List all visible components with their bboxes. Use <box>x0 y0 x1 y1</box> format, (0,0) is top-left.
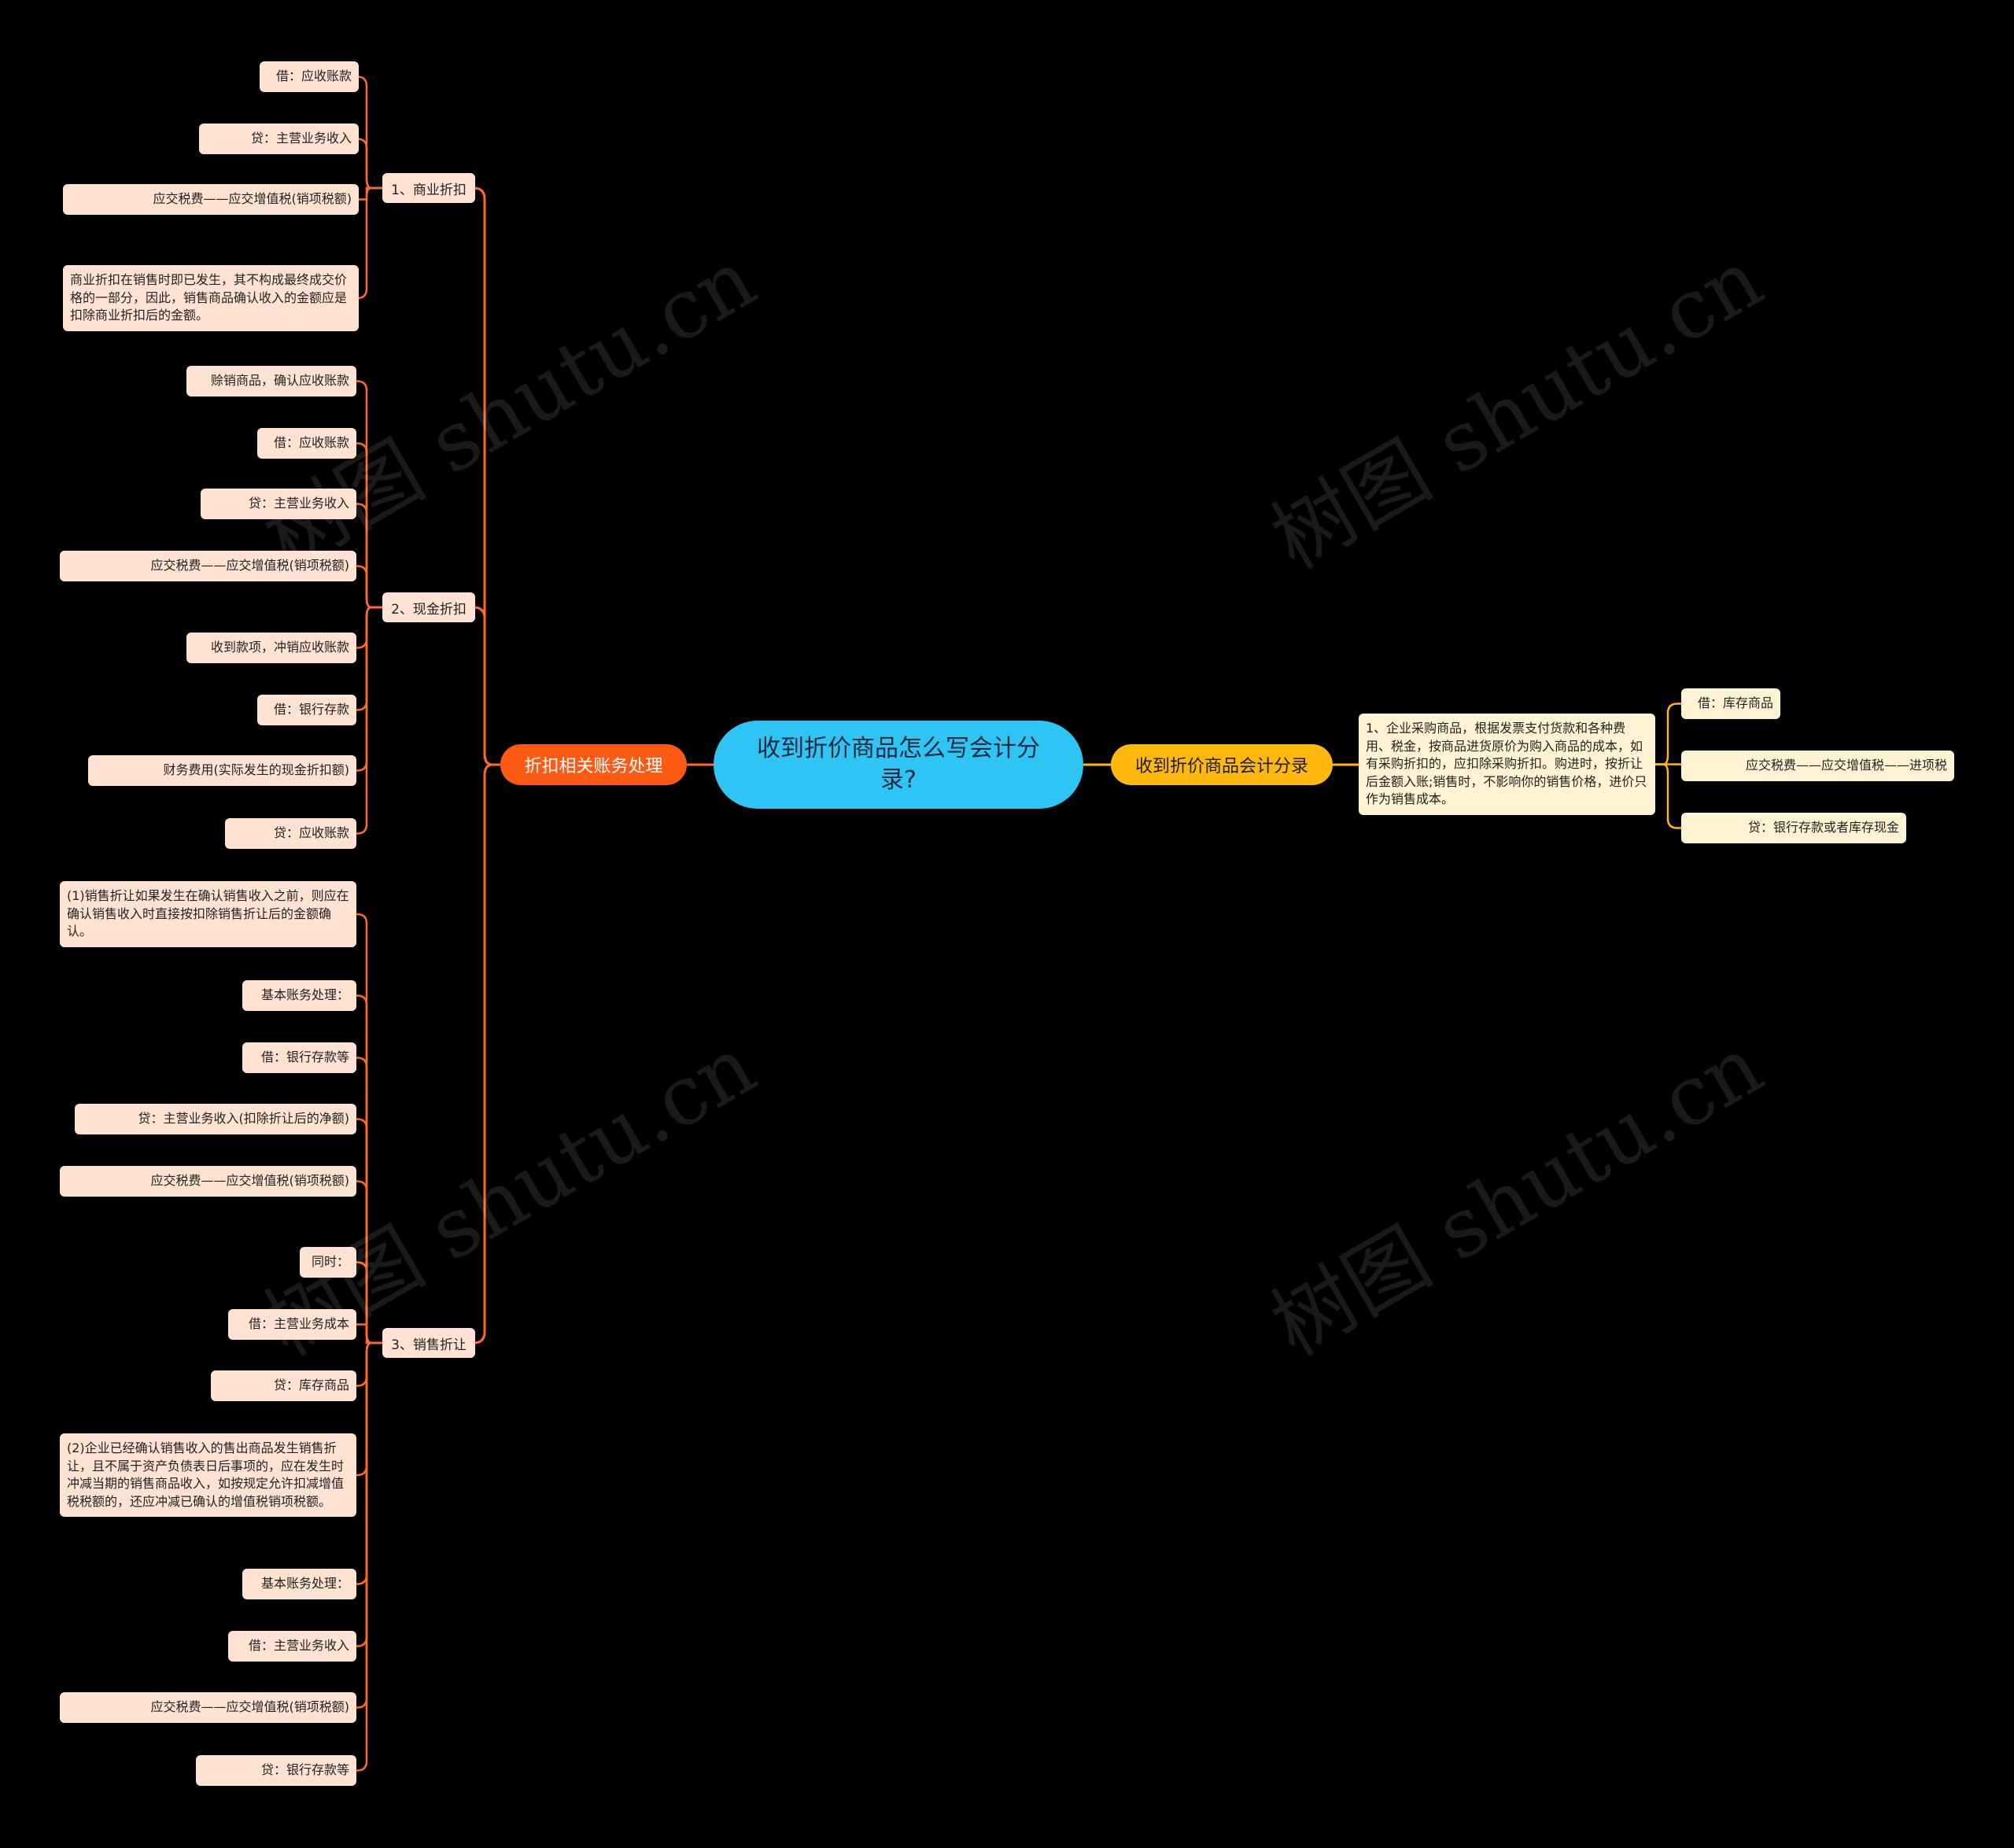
leaf-item[interactable]: 应交税费——应交增值税(销项税额) <box>63 184 359 215</box>
leaf-item[interactable]: 财务费用(实际发生的现金折扣额) <box>88 755 356 786</box>
branch-discount-accounting[interactable]: 折扣相关账务处理 <box>500 744 687 785</box>
purchase-description[interactable]: 1、企业采购商品，根据发票支付货款和各种费用、税金，按商品进货原价为购入商品的成… <box>1359 714 1655 815</box>
connector-line <box>356 503 382 609</box>
leaf-item[interactable]: 应交税费——应交增值税——进项税 <box>1681 751 1954 781</box>
group-commercial-discount[interactable]: 1、商业折扣 <box>382 173 475 203</box>
leaf-item[interactable]: 基本账务处理： <box>242 1569 356 1599</box>
leaf-item[interactable]: 应交税费——应交增值税(销项税额) <box>60 1166 356 1197</box>
connector-line <box>356 994 382 1345</box>
leaf-item[interactable]: 借：主营业务成本 <box>228 1309 356 1340</box>
connector-line <box>473 763 500 1345</box>
leaf-item[interactable]: 应交税费——应交增值税(销项税额) <box>60 551 356 581</box>
connector-line <box>356 1261 382 1345</box>
connector-line <box>356 1323 382 1345</box>
connector-line <box>359 186 382 201</box>
connector-line <box>356 1341 382 1585</box>
leaf-item[interactable]: 商业折扣在销售时即已发生，其不构成最终成交价格的一部分，因此，销售商品确认收入的… <box>63 265 359 331</box>
connector-line <box>356 606 382 772</box>
connector-line <box>356 606 382 711</box>
connector-line <box>356 442 382 609</box>
connector-line <box>356 1341 382 1709</box>
connector-line <box>356 1341 382 1772</box>
connector-line <box>1655 763 1681 829</box>
connector-line <box>356 606 382 649</box>
connector-line <box>356 1118 382 1345</box>
connector-line <box>356 565 382 609</box>
connector-line <box>1655 703 1681 765</box>
leaf-item[interactable]: 借：应收账款 <box>257 428 356 459</box>
leaf-item[interactable]: 基本账务处理： <box>242 980 356 1011</box>
connector-line <box>356 606 382 835</box>
connector-line <box>356 186 382 300</box>
connector-line <box>356 1341 382 1477</box>
connector-line <box>473 606 500 766</box>
branch-purchase-entries[interactable]: 收到折价商品会计分录 <box>1111 744 1333 785</box>
leaf-item[interactable]: 应交税费——应交增值税(销项税额) <box>60 1692 356 1723</box>
connector-line <box>356 138 382 190</box>
leaf-item[interactable]: 收到款项，冲销应收账款 <box>186 633 356 663</box>
root-topic[interactable]: 收到折价商品怎么写会计分录? <box>714 721 1083 809</box>
leaf-item[interactable]: (1)销售折让如果发生在确认销售收入之前，则应在确认销售收入时直接按扣除销售折让… <box>60 881 356 947</box>
leaf-item[interactable]: 借：库存商品 <box>1681 688 1780 719</box>
leaf-item[interactable]: 借：银行存款 <box>257 695 356 725</box>
leaf-item[interactable]: 借：主营业务收入 <box>228 1631 356 1662</box>
leaf-item[interactable]: 贷：库存商品 <box>211 1370 356 1401</box>
leaf-item[interactable]: 贷：主营业务收入 <box>199 124 359 154</box>
connector-line <box>473 186 500 766</box>
leaf-item[interactable]: 借：银行存款等 <box>242 1042 356 1073</box>
leaf-item[interactable]: 贷：银行存款或者库存现金 <box>1681 813 1906 843</box>
connector-line <box>356 380 382 609</box>
leaf-item[interactable]: 同时： <box>300 1247 356 1278</box>
leaf-item[interactable]: 借：应收账款 <box>260 61 359 92</box>
connector-line <box>356 76 382 190</box>
connector-line <box>356 1341 382 1647</box>
leaf-item[interactable]: 贷：应收账款 <box>225 818 356 849</box>
leaf-item[interactable]: 赊销商品，确认应收账款 <box>186 366 356 397</box>
connector-line <box>356 1057 382 1345</box>
connector-line <box>356 913 382 1345</box>
leaf-item[interactable]: 贷：主营业务收入(扣除折让后的净额) <box>75 1104 356 1134</box>
group-cash-discount[interactable]: 2、现金折扣 <box>382 592 475 622</box>
connector-line <box>356 1341 382 1387</box>
leaf-item[interactable]: 贷：主营业务收入 <box>201 489 356 519</box>
group-sales-allowance[interactable]: 3、销售折让 <box>382 1328 475 1358</box>
leaf-item[interactable]: 贷：银行存款等 <box>196 1755 356 1786</box>
leaf-item[interactable]: (2)企业已经确认销售收入的售出商品发生销售折让，且不属于资产负债表日后事项的，… <box>60 1433 356 1517</box>
